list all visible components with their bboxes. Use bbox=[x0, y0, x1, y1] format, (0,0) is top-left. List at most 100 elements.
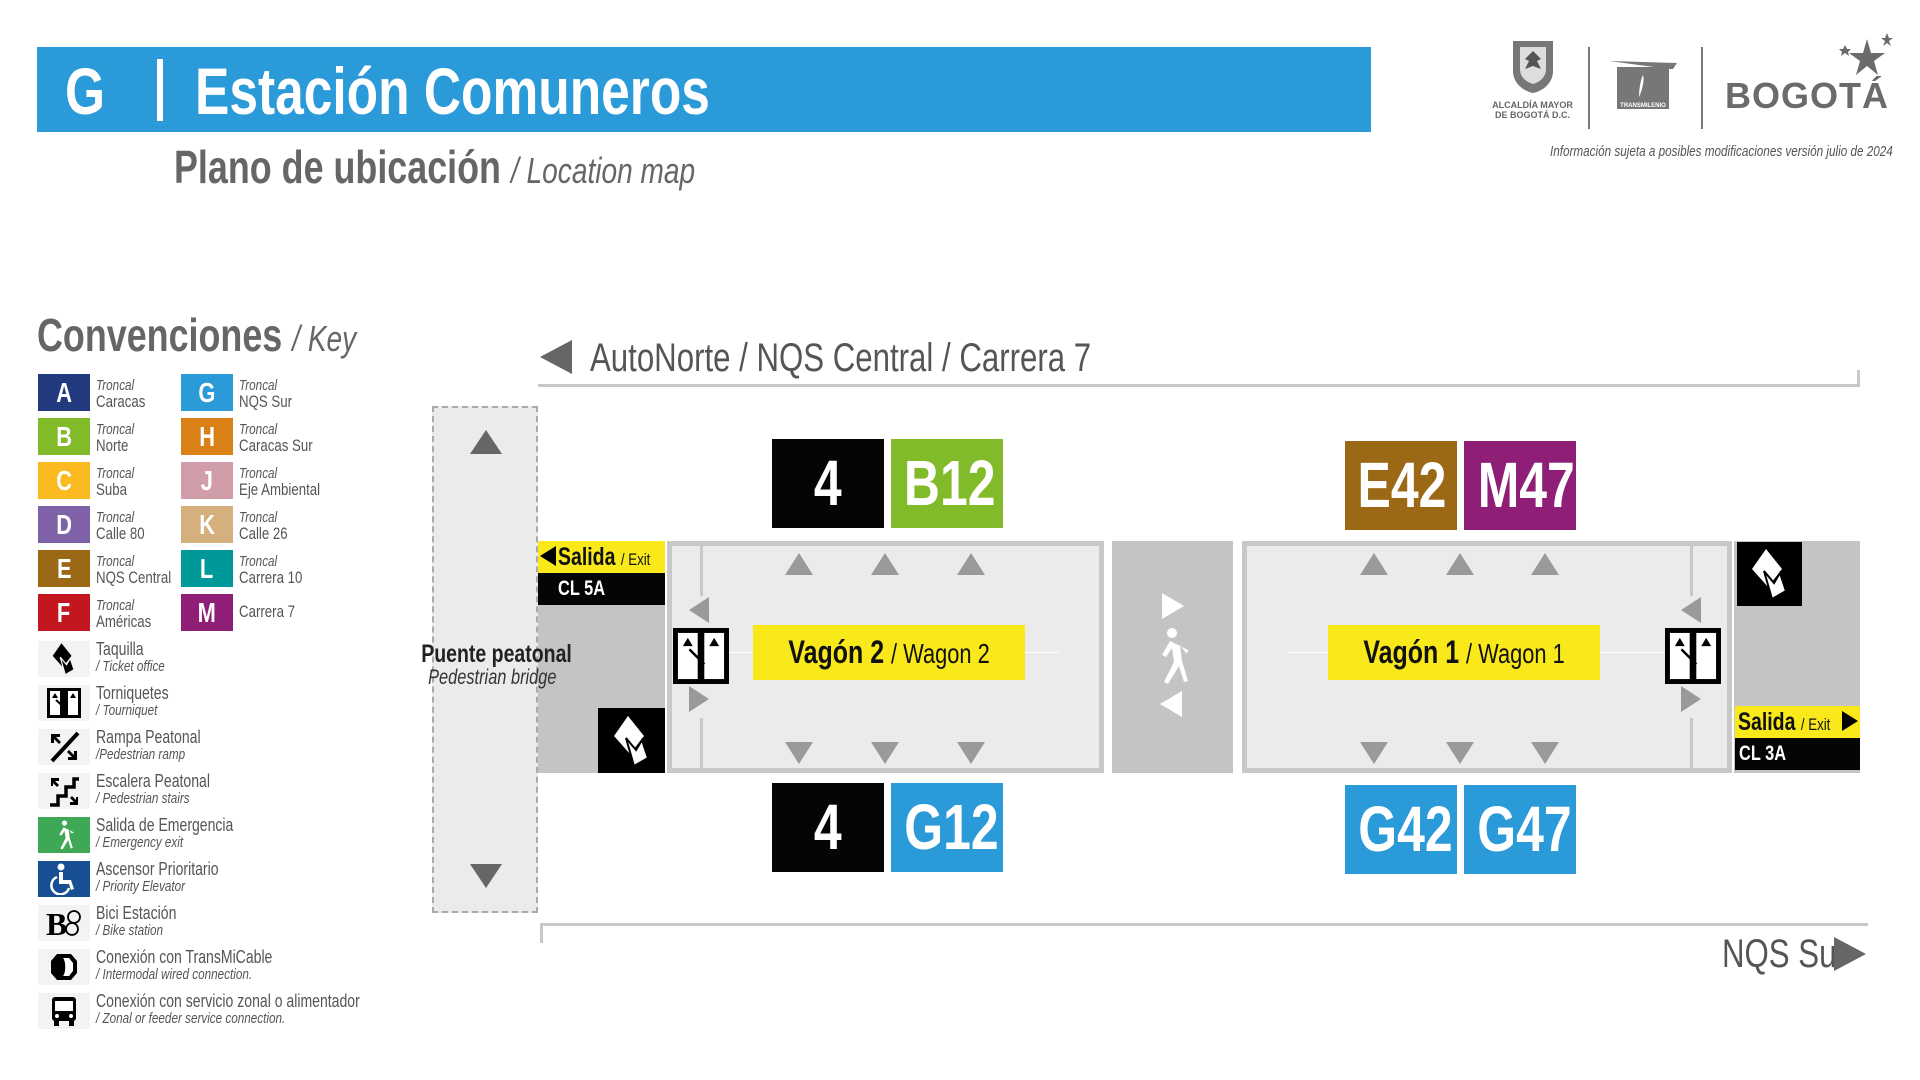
wagon-label-en: / Wagon 1 bbox=[1465, 638, 1565, 669]
bus-icon bbox=[38, 993, 90, 1029]
troncal-prefix: Troncal bbox=[96, 597, 135, 614]
stairs-icon bbox=[38, 773, 90, 809]
bridge-down-arrow-icon bbox=[470, 864, 502, 888]
exit-arrow-right-icon bbox=[1842, 711, 1858, 731]
logos: ALCALDÍA MAYOR DE BOGOTÁ D.C. TRANSMILEN… bbox=[1485, 33, 1895, 132]
route-badge-g47[interactable]: G47 bbox=[1464, 785, 1576, 874]
symbol-label-en: / Emergency exit bbox=[96, 834, 184, 851]
troncal-name: Suba bbox=[96, 480, 127, 499]
door-up-arrow-icon bbox=[1360, 553, 1388, 575]
key-title: Convenciones / Key bbox=[37, 308, 446, 362]
route-badge-4[interactable]: 4 bbox=[772, 439, 884, 528]
turnstile-icon bbox=[1665, 628, 1721, 684]
platform-divider bbox=[700, 546, 703, 596]
wagon-label-es: Vagón 2 bbox=[788, 634, 885, 670]
turnstile-icon bbox=[673, 628, 729, 684]
troncal-prefix: Troncal bbox=[96, 553, 135, 570]
door-up-arrow-icon bbox=[957, 553, 985, 575]
troncal-swatch-m: M bbox=[181, 594, 233, 631]
exit-right-sign: Salida / Exit bbox=[1735, 706, 1860, 738]
symbol-label: Torniquetes/ Tourniquet bbox=[96, 684, 189, 719]
door-down-arrow-icon bbox=[871, 742, 899, 764]
troncal-name: Norte bbox=[96, 436, 129, 455]
troncal-name: Carrera 10 bbox=[239, 568, 303, 587]
symbol-label-en: / Tourniquet bbox=[96, 702, 158, 719]
troncal-prefix: Troncal bbox=[96, 377, 135, 394]
symbol-label-es: Escalera Peatonal bbox=[96, 771, 210, 791]
route-badge-4[interactable]: 4 bbox=[772, 783, 884, 872]
route-badge-b12[interactable]: B12 bbox=[891, 439, 1003, 528]
door-down-arrow-icon bbox=[957, 742, 985, 764]
door-down-arrow-icon bbox=[1531, 742, 1559, 764]
emergency-exit-icon bbox=[38, 817, 90, 853]
troncal-prefix: Troncal bbox=[239, 509, 278, 526]
symbol-label-es: Ascensor Prioritario bbox=[96, 859, 219, 879]
ticket-office-icon bbox=[38, 641, 90, 677]
route-badge-m47[interactable]: M47 bbox=[1464, 441, 1576, 530]
key-title-es: Convenciones bbox=[37, 309, 283, 361]
subtitle-es: Plano de ubicación bbox=[174, 141, 501, 193]
symbol-label-es: Conexión con TransMiCable bbox=[96, 947, 273, 967]
troncal-name: Calle 26 bbox=[239, 524, 288, 543]
walking-person-icon bbox=[1162, 628, 1188, 684]
wagon2-label: Vagón 2 / Wagon 2 bbox=[753, 625, 1025, 680]
logo-divider bbox=[1701, 47, 1703, 129]
symbol-label-es: Salida de Emergencia bbox=[96, 815, 234, 835]
symbol-label-en: / Ticket office bbox=[96, 658, 165, 675]
bridge-label: Puente peatonal Pedestrian bridge bbox=[400, 640, 585, 690]
exit-left-sign: Salida / Exit bbox=[538, 541, 665, 573]
symbol-label-es: Bici Estación bbox=[96, 903, 177, 923]
exit-arrow-left-icon bbox=[540, 546, 556, 566]
ramp-icon bbox=[38, 729, 90, 765]
pedestrian-bridge bbox=[432, 406, 538, 913]
route-badge-g42[interactable]: G42 bbox=[1345, 785, 1457, 874]
cable-icon bbox=[38, 949, 90, 985]
wagon-label-es: Vagón 1 bbox=[1363, 634, 1460, 670]
troncal-name: Américas bbox=[96, 612, 152, 631]
station-title-bar: G Estación Comuneros bbox=[37, 47, 1371, 132]
connector-arrow-right-icon bbox=[1162, 593, 1184, 619]
ticket-office-icon bbox=[1737, 542, 1802, 606]
troncal-name: Eje Ambiental bbox=[239, 480, 321, 499]
exit-left-label-en: / Exit bbox=[620, 550, 651, 569]
troncal-swatch-k: K bbox=[181, 506, 233, 543]
platform-divider bbox=[1690, 718, 1693, 768]
south-lane-line bbox=[540, 923, 1868, 926]
symbol-label: Rampa Peatonal/Pedestrian ramp bbox=[96, 727, 230, 763]
troncal-name: Caracas bbox=[96, 392, 146, 411]
symbol-label-es: Rampa Peatonal bbox=[96, 727, 201, 747]
door-down-arrow-icon bbox=[785, 742, 813, 764]
turnstile-icon bbox=[38, 685, 90, 721]
stars-icon bbox=[1839, 33, 1893, 75]
symbol-label: Bici Estación/ Bike station bbox=[96, 903, 199, 939]
troncal-name: Carrera 7 bbox=[239, 602, 296, 621]
route-badge-g12[interactable]: G12 bbox=[891, 783, 1003, 872]
exit-left-street: CL 5A bbox=[558, 577, 606, 600]
exit-left-label: Salida bbox=[558, 543, 616, 571]
subtitle-en: / Location map bbox=[510, 150, 696, 191]
symbol-label: Ascensor Prioritario/ Priority Elevator bbox=[96, 859, 253, 895]
troncal-prefix: Troncal bbox=[96, 465, 135, 482]
logo-divider bbox=[1588, 47, 1590, 129]
troncal-prefix: Troncal bbox=[239, 553, 278, 570]
symbol-label-en: / Bike station bbox=[96, 922, 163, 939]
troncal-swatch-h: H bbox=[181, 418, 233, 455]
exit-right-label-en: / Exit bbox=[1800, 715, 1831, 734]
route-badge-e42[interactable]: E42 bbox=[1345, 441, 1457, 530]
troncal-prefix: Troncal bbox=[239, 465, 278, 482]
transmilenio-text: TRANSMILENIO bbox=[1617, 103, 1669, 109]
troncal-swatch-l: L bbox=[181, 550, 233, 587]
page-subtitle: Plano de ubicación / Location map bbox=[174, 140, 842, 194]
turnstile-right-arrow-icon bbox=[1681, 686, 1701, 712]
troncal-name: NQS Central bbox=[96, 568, 172, 587]
troncal-name: NQS Sur bbox=[239, 392, 293, 411]
symbol-label-en: /Pedestrian ramp bbox=[96, 746, 186, 763]
symbol-label-en: / Zonal or feeder service connection. bbox=[96, 1010, 286, 1027]
